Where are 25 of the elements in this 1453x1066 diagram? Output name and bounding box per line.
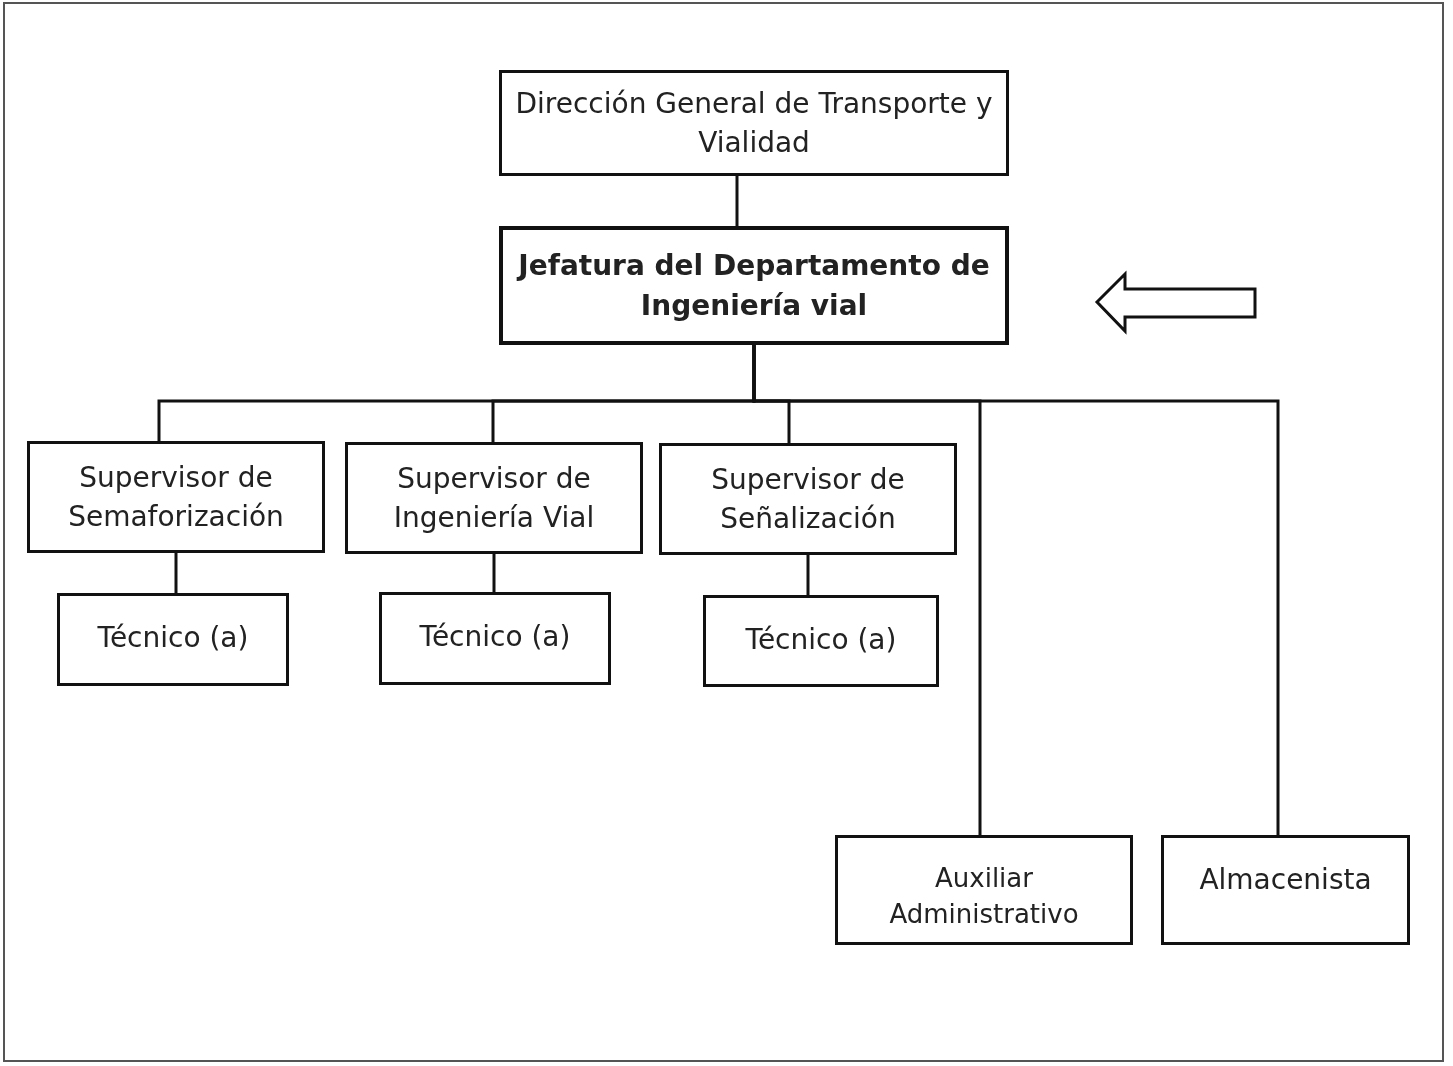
box-label: Dirección General de Transporte y Vialidad — [514, 85, 994, 161]
org-box — [499, 70, 1009, 176]
box-label: Técnico (a) — [97, 620, 249, 656]
box-label: Auxiliar Administrativo — [888, 862, 1080, 932]
connector-line — [735, 176, 739, 226]
box-label: Almacenista — [1199, 862, 1372, 898]
connector-line — [752, 345, 1280, 835]
box-label: Supervisor de Ingeniería Vial — [392, 460, 596, 536]
org-box — [345, 442, 643, 554]
connector-line — [492, 554, 496, 592]
box-label: Supervisor de Semaforización — [67, 459, 285, 535]
box-label: Técnico (a) — [745, 622, 897, 658]
connector-line — [806, 555, 810, 595]
org-box — [703, 595, 939, 687]
box-label: Jefatura del Departamento de Ingeniería vial — [515, 248, 991, 324]
org-box — [499, 226, 1009, 345]
box-label: Supervisor de Señalización — [710, 461, 906, 537]
org-box — [1161, 835, 1410, 945]
org-box — [379, 592, 611, 685]
org-box — [57, 593, 289, 686]
box-label: Técnico (a) — [419, 619, 571, 655]
connector-line — [174, 553, 178, 593]
org-box — [835, 835, 1133, 945]
org-box — [659, 443, 957, 555]
org-box — [27, 441, 325, 553]
